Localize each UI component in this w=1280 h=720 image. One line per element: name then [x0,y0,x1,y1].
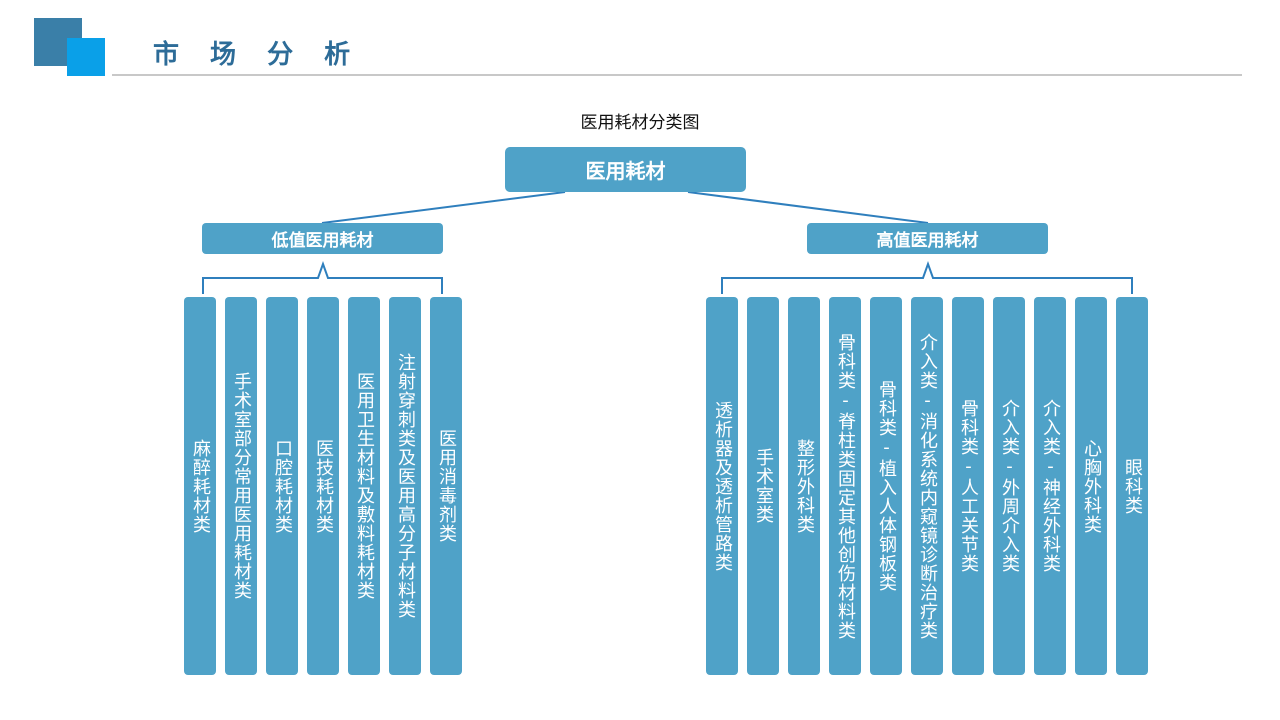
connector-root-high [687,191,929,224]
leaf-high-5: 骨科类-植入人体钢板类 [870,297,902,675]
leaf-label: 整形外科类 [794,438,815,534]
leaf-label: 注射穿刺类及医用高分子材料类 [395,353,416,619]
leaf-low-7: 医用消毒剂类 [430,297,462,675]
leaf-high-1: 透析器及透析管路类 [706,297,738,675]
leaf-label: 透析器及透析管路类 [712,400,733,572]
leaf-low-3: 口腔耗材类 [266,297,298,675]
leaf-high-4: 骨科类-脊柱类固定其他创伤材料类 [829,297,861,675]
root-node: 医用耗材 [505,147,746,192]
leaf-label: 医用卫生材料及敷料耗材类 [354,372,375,600]
leaf-high-8: 介入类-外周介入类 [993,297,1025,675]
bracket-high [721,261,1133,294]
leaf-label: 骨科类-人工关节类 [958,399,979,573]
leaf-label: 骨科类-脊柱类固定其他创伤材料类 [835,332,856,640]
leaf-high-2: 手术室类 [747,297,779,675]
leaf-high-3: 整形外科类 [788,297,820,675]
leaf-label: 医用消毒剂类 [436,429,457,543]
logo-square-light [67,38,105,76]
leaf-label: 麻醉耗材类 [190,438,211,534]
leaf-label: 手术室类 [753,448,774,524]
leaf-high-11: 眼科类 [1116,297,1148,675]
leaf-high-6: 介入类-消化系统内窥镜诊断治疗类 [911,297,943,675]
connector-root-low [321,191,566,224]
leaf-high-9: 介入类-神经外科类 [1034,297,1066,675]
leaf-low-1: 麻醉耗材类 [184,297,216,675]
leaf-label: 手术室部分常用医用耗材类 [231,372,252,600]
diagram-caption: 医用耗材分类图 [580,113,700,133]
page-title: 市 场 分 析 [153,40,362,70]
bracket-low [202,261,443,294]
branch-node-low-value: 低值医用耗材 [202,223,443,254]
title-divider [112,74,1242,76]
leaf-label: 口腔耗材类 [272,438,293,534]
leaf-high-7: 骨科类-人工关节类 [952,297,984,675]
branch-node-high-value: 高值医用耗材 [807,223,1048,254]
leaf-high-10: 心胸外科类 [1075,297,1107,675]
leaf-label: 心胸外科类 [1081,438,1102,534]
leaf-label: 骨科类-植入人体钢板类 [876,380,897,592]
leaf-low-5: 医用卫生材料及敷料耗材类 [348,297,380,675]
leaf-label: 介入类-消化系统内窥镜诊断治疗类 [917,332,938,640]
leaf-label: 介入类-外周介入类 [999,399,1020,573]
leaf-label: 眼科类 [1122,457,1143,515]
leaf-low-2: 手术室部分常用医用耗材类 [225,297,257,675]
leaf-low-6: 注射穿刺类及医用高分子材料类 [389,297,421,675]
leaf-low-4: 医技耗材类 [307,297,339,675]
leaf-label: 医技耗材类 [313,438,334,534]
leaf-label: 介入类-神经外科类 [1040,399,1061,573]
